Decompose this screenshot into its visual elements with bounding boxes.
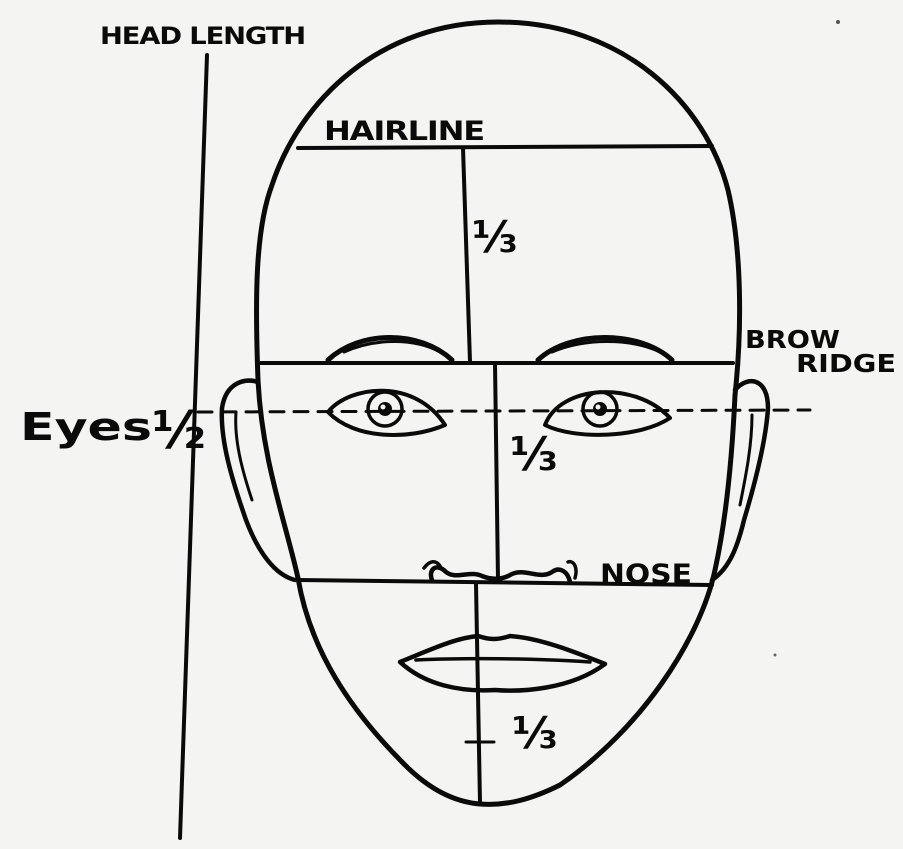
- eyes-label: Eyes: [20, 405, 152, 449]
- lower-third-divider: [476, 584, 480, 803]
- eyes-fraction-label: ½: [152, 401, 206, 461]
- nose: [431, 567, 570, 582]
- nose-label: NOSE: [600, 559, 692, 590]
- paper-speck: [774, 654, 777, 657]
- middle-third-divider: [495, 363, 498, 580]
- head-length-label: HEAD LENGTH: [100, 22, 305, 50]
- right-eye: [545, 392, 670, 435]
- mouth: [400, 636, 605, 691]
- upper-third-label: ⅓: [472, 212, 518, 263]
- eye-line: [198, 410, 810, 412]
- lower-third-label: ⅓: [512, 708, 558, 759]
- brow-ridge-label-line2: RIDGE: [796, 349, 896, 378]
- upper-third-divider: [463, 148, 470, 362]
- paper-speck: [836, 20, 840, 24]
- middle-third-label: ⅓: [510, 427, 558, 481]
- hairline-label: HAIRLINE: [324, 116, 484, 147]
- left-ear-inner: [236, 412, 252, 500]
